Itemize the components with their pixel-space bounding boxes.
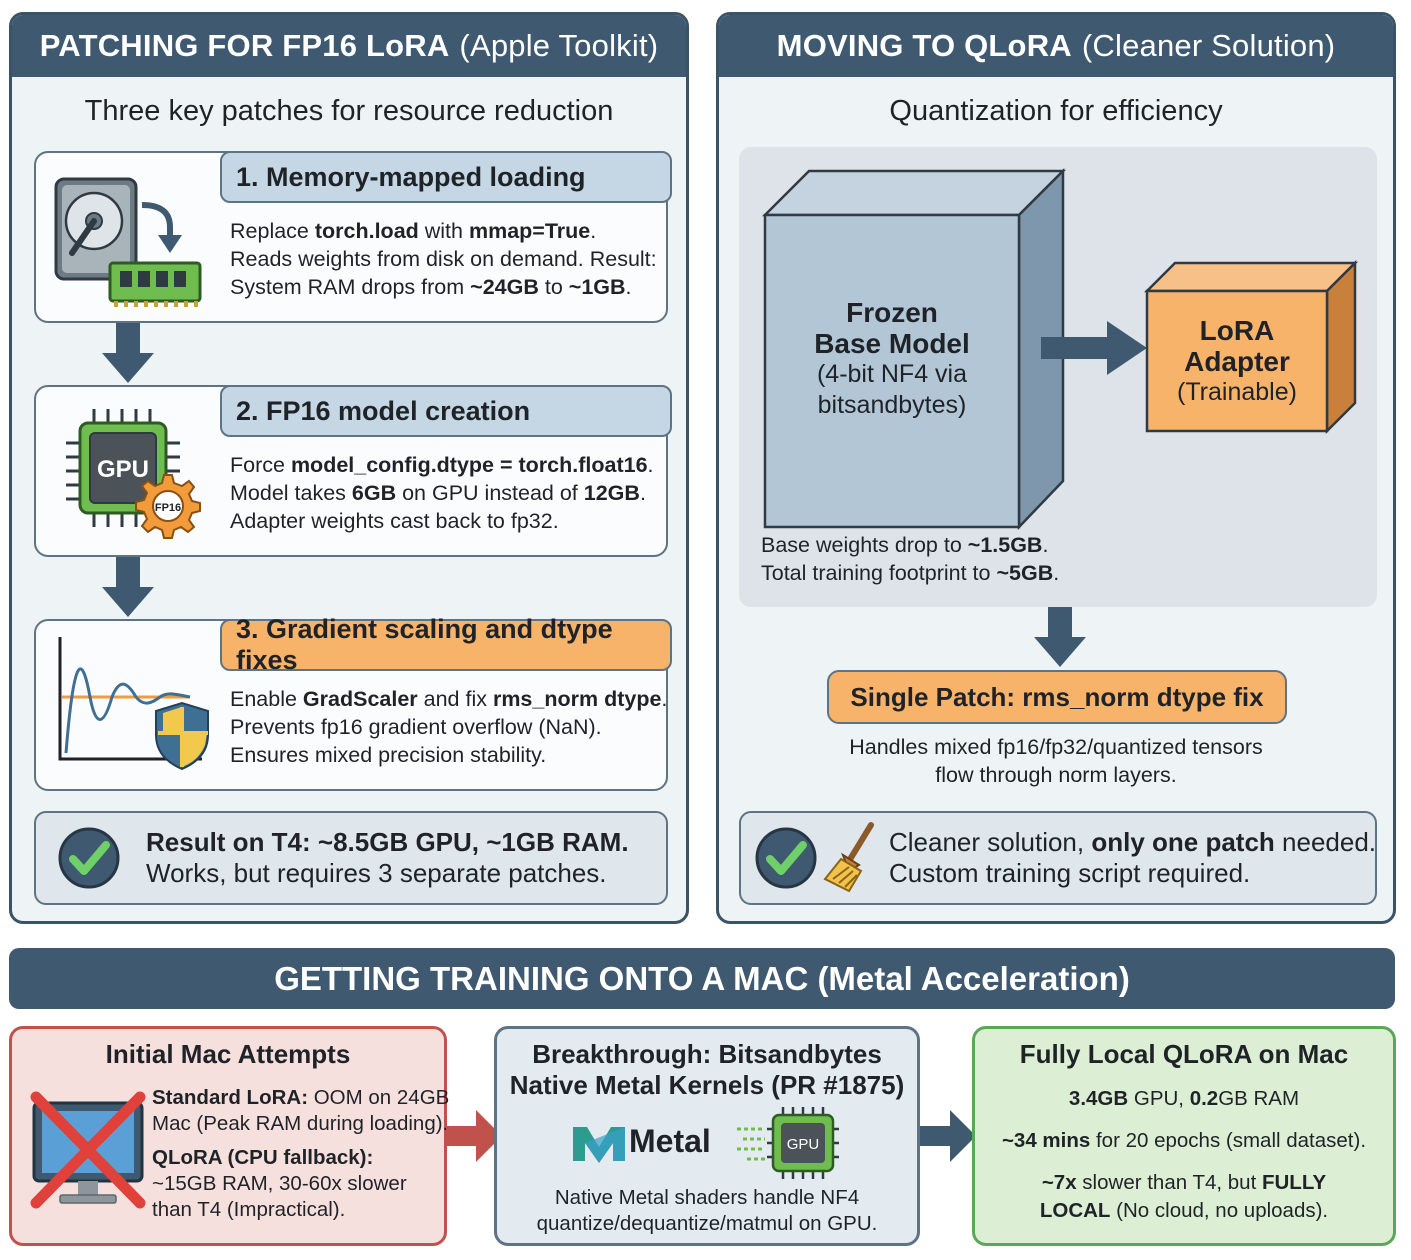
down-arrow-icon — [102, 323, 154, 383]
broom-icon — [823, 822, 874, 893]
gpu-label: GPU — [787, 1136, 820, 1153]
initial-mac-attempts-card: Initial Mac Attempts Standard LoRA: OOM … — [9, 1026, 450, 1246]
checkmark-icon — [755, 827, 817, 889]
right-arrow-icon — [920, 1110, 976, 1162]
card-title: Fully Local QLoRA on Mac — [1019, 1039, 1349, 1069]
step-description: Replace torch.load with mmap=True. Reads… — [230, 219, 657, 299]
metal-logo-icon — [573, 1127, 625, 1163]
panel-subtitle: Quantization for efficiency — [889, 95, 1223, 127]
frozen-model-label: Frozen Base Model (4-bit NF4 via bitsand… — [814, 297, 970, 419]
gpu-label: GPU — [97, 456, 149, 483]
step-description: Enable GradScaler and fix rms_norm dtype… — [230, 687, 668, 767]
panel-title: PATCHING FOR FP16 LoRA — [39, 28, 450, 63]
card-body: 3.4GB GPU, 0.2GB RAM ~34 mins for 20 epo… — [1001, 1087, 1367, 1222]
checkmark-icon — [58, 827, 120, 889]
gradient-chart-shield-icon — [58, 637, 209, 771]
crossed-out-mac-icon — [30, 1091, 146, 1209]
card-title: Initial Mac Attempts — [105, 1039, 351, 1069]
right-arrow-red-icon — [446, 1110, 502, 1162]
step-title: 1. Memory-mapped loading — [220, 151, 672, 203]
step-card-fp16-model: GPU FP16 2. FP16 model creation Force mo… — [34, 385, 672, 557]
step-title: 3. Gradient scaling and dtype fixes — [220, 614, 672, 675]
panel-header: PATCHING FOR FP16 LoRA (Apple Toolkit) — [12, 15, 686, 77]
result-box: Result on T4: ~8.5GB GPU, ~1GB RAM. Work… — [34, 811, 668, 905]
lora-adapter-cube — [1143, 259, 1359, 435]
fp16-gear-label: FP16 — [155, 502, 181, 514]
gpu-chip-gear-icon: GPU FP16 — [66, 409, 201, 539]
result-text: Cleaner solution, only one patch needed.… — [889, 827, 1377, 888]
metal-label: Metal — [629, 1123, 711, 1159]
mac-section-banner: GETTING TRAINING ONTO A MAC (Metal Accel… — [9, 948, 1395, 1009]
gpu-chip-icon: GPU — [737, 1107, 839, 1179]
panel-title: MOVING TO QLoRA — [776, 28, 1072, 63]
card-body: Native Metal shaders handle NF4 quantize… — [536, 1186, 878, 1235]
result-box: Cleaner solution, only one patch needed.… — [739, 811, 1377, 905]
card-title: Breakthrough: Bitsandbytes Native Metal … — [509, 1039, 905, 1100]
result-text: Result on T4: ~8.5GB GPU, ~1GB RAM. Work… — [146, 827, 629, 888]
hard-drive-ram-icon — [54, 177, 202, 307]
single-patch-badge: Single Patch: rms_norm dtype fix — [827, 670, 1287, 724]
down-arrow-icon — [102, 557, 154, 617]
panel-header: MOVING TO QLoRA (Cleaner Solution) — [719, 15, 1393, 77]
single-patch-description: Handles mixed fp16/fp32/quantized tensor… — [849, 735, 1263, 787]
down-arrow-icon — [1034, 607, 1086, 667]
lora-adapter-label: LoRA Adapter (Trainable) — [1177, 315, 1297, 406]
step-card-gradient-scaling: 3. Gradient scaling and dtype fixes Enab… — [34, 614, 672, 791]
weights-note: Base weights drop to ~1.5GB. Total train… — [761, 533, 1060, 585]
panel-title-suffix: (Cleaner Solution) — [1081, 28, 1336, 63]
quantization-diagram-area: Frozen Base Model (4-bit NF4 via bitsand… — [739, 147, 1377, 607]
fully-local-qlora-card: Fully Local QLoRA on Mac 3.4GB GPU, 0.2G… — [972, 1026, 1396, 1246]
fp16-lora-panel: PATCHING FOR FP16 LoRA (Apple Toolkit) T… — [9, 12, 689, 924]
panel-title-suffix: (Apple Toolkit) — [459, 28, 659, 63]
frozen-base-model-cube — [761, 167, 1067, 531]
right-arrow-icon — [1041, 321, 1147, 375]
step-description: Force model_config.dtype = torch.float16… — [230, 453, 654, 533]
step-title: 2. FP16 model creation — [220, 385, 672, 437]
qlora-panel: MOVING TO QLoRA (Cleaner Solution) Quant… — [716, 12, 1396, 924]
step-card-memory-mapped: 1. Memory-mapped loading Replace torch.l… — [34, 151, 672, 323]
panel-subtitle: Three key patches for resource reduction — [84, 95, 614, 127]
metal-kernels-card: Breakthrough: Bitsandbytes Native Metal … — [494, 1026, 920, 1246]
card-body: Standard LoRA: OOM on 24GB Mac (Peak RAM… — [152, 1086, 450, 1221]
